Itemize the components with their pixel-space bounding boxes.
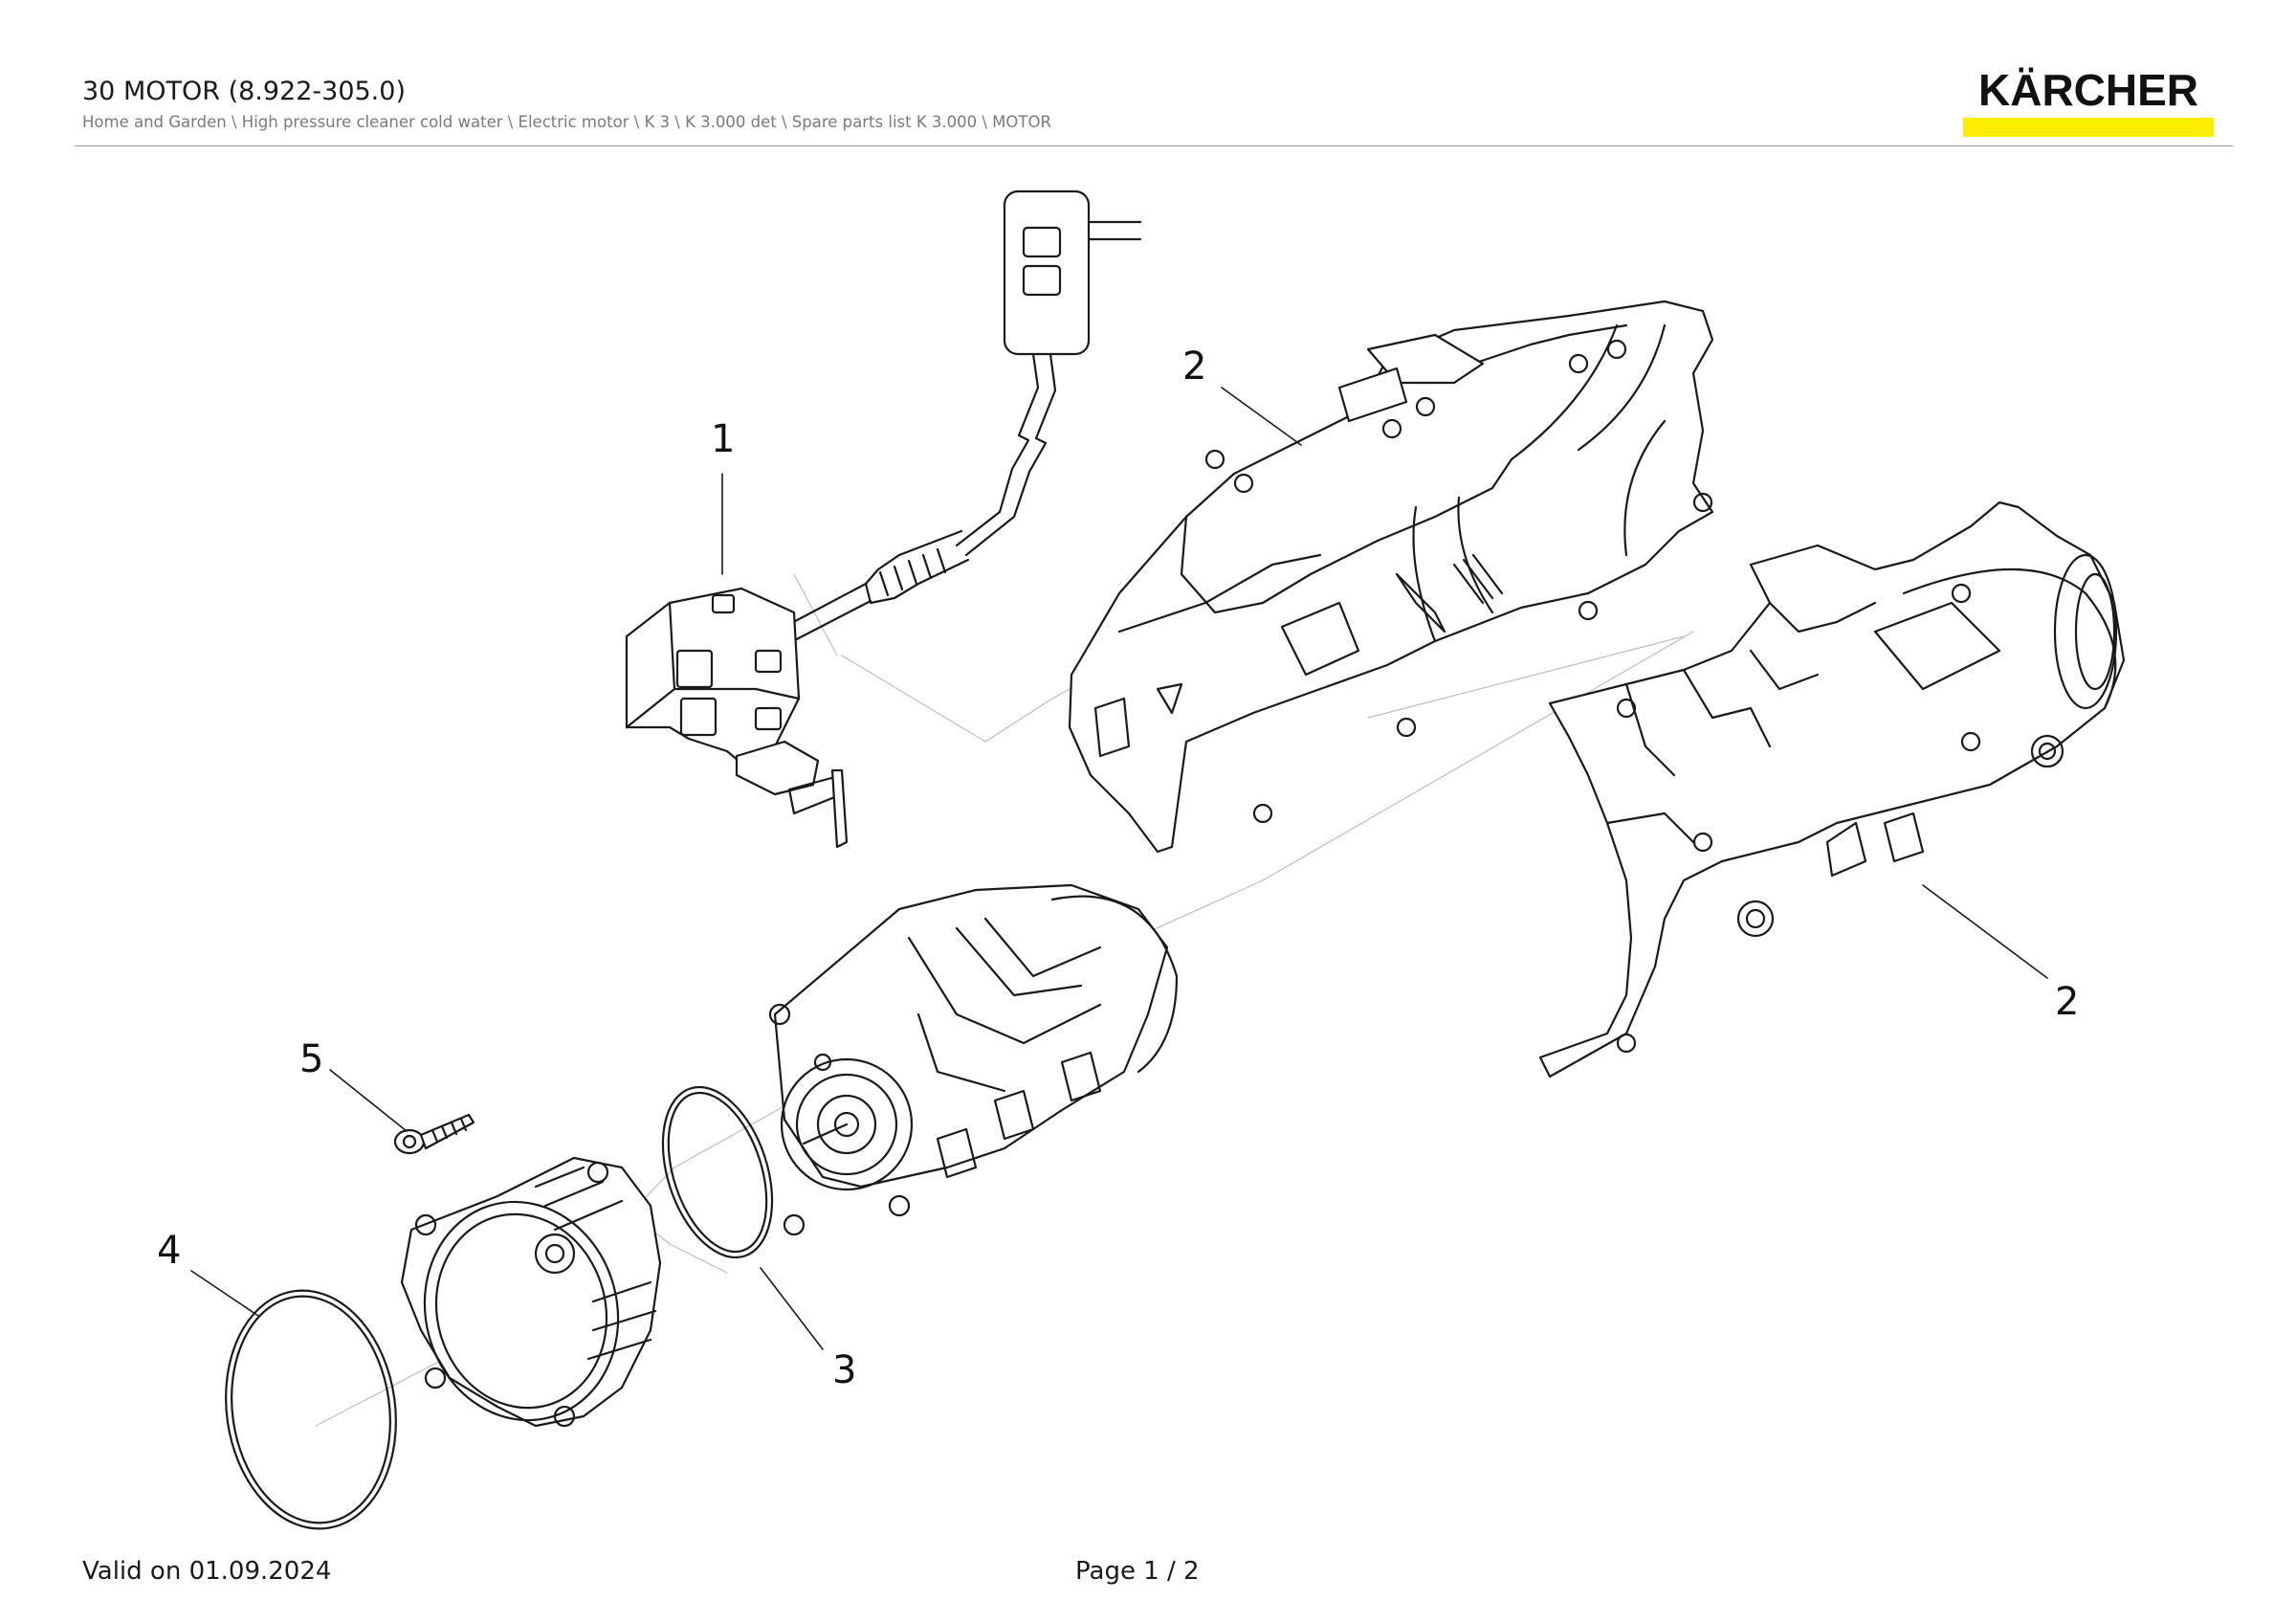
part-1-pressure-switch <box>625 189 1142 849</box>
callout-leader-lines <box>190 387 2048 1350</box>
lower-housing-studs <box>1616 583 1981 1054</box>
callout-2-upper: 2 <box>1182 345 1206 389</box>
housing-mounting-studs <box>1204 339 1713 824</box>
motor-assembly <box>768 883 1179 1236</box>
page-number: Page 1 / 2 <box>1075 1557 1200 1586</box>
part-5-screw <box>393 1113 475 1155</box>
callout-1: 1 <box>711 417 735 461</box>
callout-5: 5 <box>299 1037 323 1081</box>
part-3-o-ring <box>661 1085 774 1259</box>
callout-3: 3 <box>832 1348 856 1392</box>
callout-2-lower: 2 <box>2055 980 2079 1024</box>
motor-end-cap <box>400 1156 662 1428</box>
valid-date: Valid on 01.09.2024 <box>82 1557 332 1586</box>
exploded-parts-diagram: 1 2 2 3 4 5 <box>157 189 2126 1530</box>
part-2-upper-housing <box>1068 300 1714 854</box>
breadcrumb[interactable]: Home and Garden \ High pressure cleaner … <box>82 113 1051 131</box>
callout-4: 4 <box>157 1229 181 1273</box>
page-title: 30 MOTOR (8.922-305.0) <box>82 77 406 106</box>
part-4-large-o-ring <box>225 1289 397 1530</box>
part-2-lower-housing <box>1538 500 2126 1078</box>
logo-wordmark: KÄRCHER <box>1978 65 2198 115</box>
header-divider <box>75 145 2233 146</box>
karcher-logo: KÄRCHER <box>1963 65 2214 137</box>
logo-yellow-bar <box>1963 118 2214 137</box>
